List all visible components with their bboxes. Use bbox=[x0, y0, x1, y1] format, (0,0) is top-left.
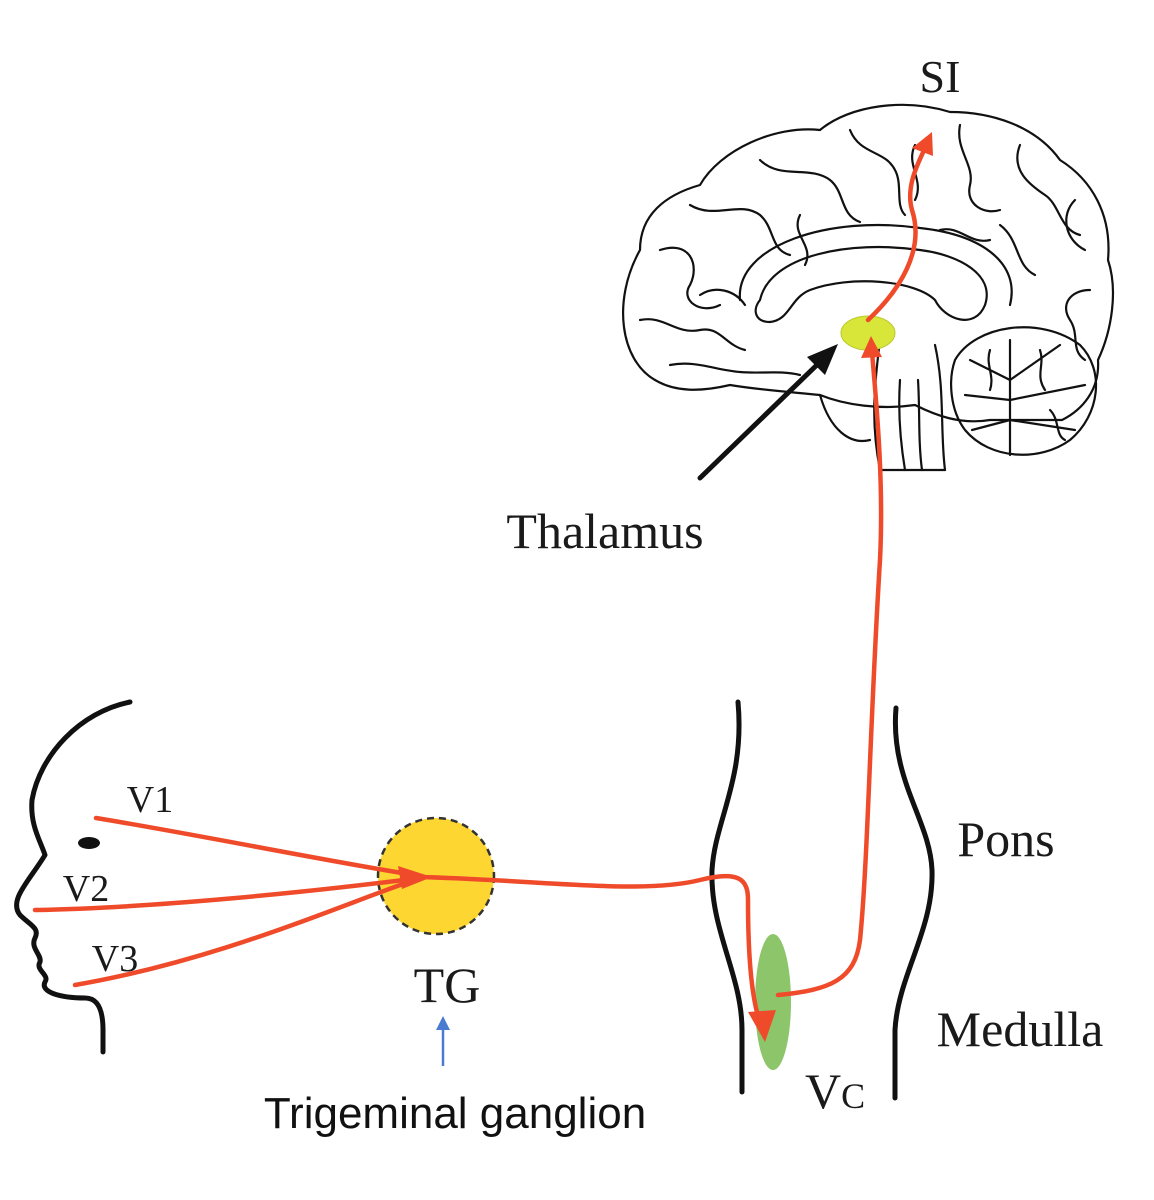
vc-label-sub: C bbox=[841, 1076, 865, 1116]
head-profile bbox=[14, 699, 133, 1055]
thalamus-pointer-arrow bbox=[697, 344, 838, 481]
vc-entry-arrowhead bbox=[748, 1010, 776, 1042]
trigeminal-ganglion-caption: Trigeminal ganglion bbox=[264, 1089, 646, 1138]
vc-nucleus bbox=[755, 934, 791, 1070]
brain-illustration bbox=[622, 103, 1115, 472]
tg-indicator-arrow bbox=[436, 1016, 450, 1066]
pons-label: Pons bbox=[957, 811, 1054, 867]
brainstem-outline bbox=[709, 699, 935, 1101]
v3-nerve-path bbox=[72, 875, 423, 988]
v1-label: V1 bbox=[127, 779, 173, 821]
vc-label: VC bbox=[805, 1063, 865, 1119]
tg-to-vc-path bbox=[417, 873, 763, 1025]
vc-to-thalamus-path bbox=[775, 349, 884, 998]
si-arrowhead bbox=[912, 132, 933, 156]
v2-nerve-path bbox=[32, 875, 423, 913]
medulla-label: Medulla bbox=[937, 1001, 1104, 1057]
nociceptive-pathways bbox=[32, 132, 933, 1042]
tg-entry-arrowhead bbox=[398, 866, 432, 889]
v2-label: V2 bbox=[63, 868, 109, 910]
tg-label: TG bbox=[414, 957, 481, 1013]
vc-label-main: V bbox=[805, 1063, 841, 1119]
si-label: SI bbox=[920, 51, 961, 102]
v1-nerve-path bbox=[93, 815, 423, 879]
thalamus-to-si-path bbox=[865, 145, 928, 323]
eye bbox=[78, 837, 100, 849]
thalamus-entry-arrowhead bbox=[861, 336, 882, 358]
thalamus-label: Thalamus bbox=[506, 503, 703, 559]
